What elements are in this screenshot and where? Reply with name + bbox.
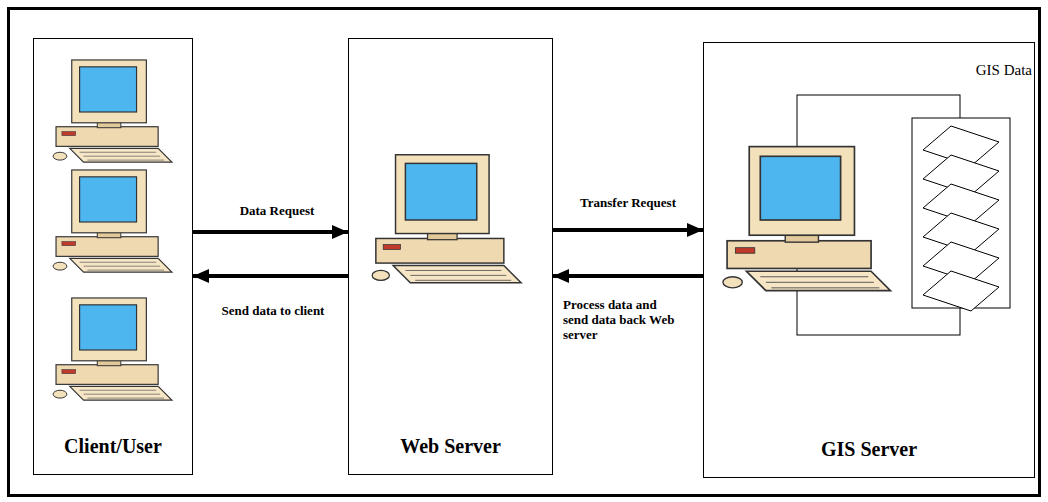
client-computer bbox=[53, 60, 172, 162]
gis-data-layers bbox=[923, 126, 999, 311]
web-server-computer bbox=[372, 155, 521, 283]
data-label: GIS Data bbox=[974, 62, 1034, 79]
arrow-label: Process data and send data back Web serv… bbox=[563, 297, 683, 342]
flow-arrow bbox=[193, 274, 348, 278]
panel-box: GIS Server bbox=[703, 42, 1035, 478]
outer-frame bbox=[7, 7, 1041, 497]
flow-arrow bbox=[193, 230, 348, 234]
gis-server-computer bbox=[723, 147, 891, 291]
panel-label: Client/User bbox=[34, 435, 192, 458]
panel-box: Client/User bbox=[33, 38, 193, 475]
flow-arrow bbox=[553, 274, 703, 278]
data-layer bbox=[923, 271, 999, 311]
arrow-label: Send data to client bbox=[198, 303, 348, 318]
panel-label: GIS Server bbox=[704, 438, 1034, 461]
arrow-label: Data Request bbox=[212, 203, 342, 218]
flow-arrow bbox=[553, 228, 703, 232]
client-computer bbox=[53, 170, 172, 272]
panel-box: Web Server bbox=[348, 38, 553, 475]
panel-label: Web Server bbox=[349, 435, 552, 458]
client-computer bbox=[53, 298, 172, 400]
arrow-label: Transfer Request bbox=[558, 195, 698, 210]
